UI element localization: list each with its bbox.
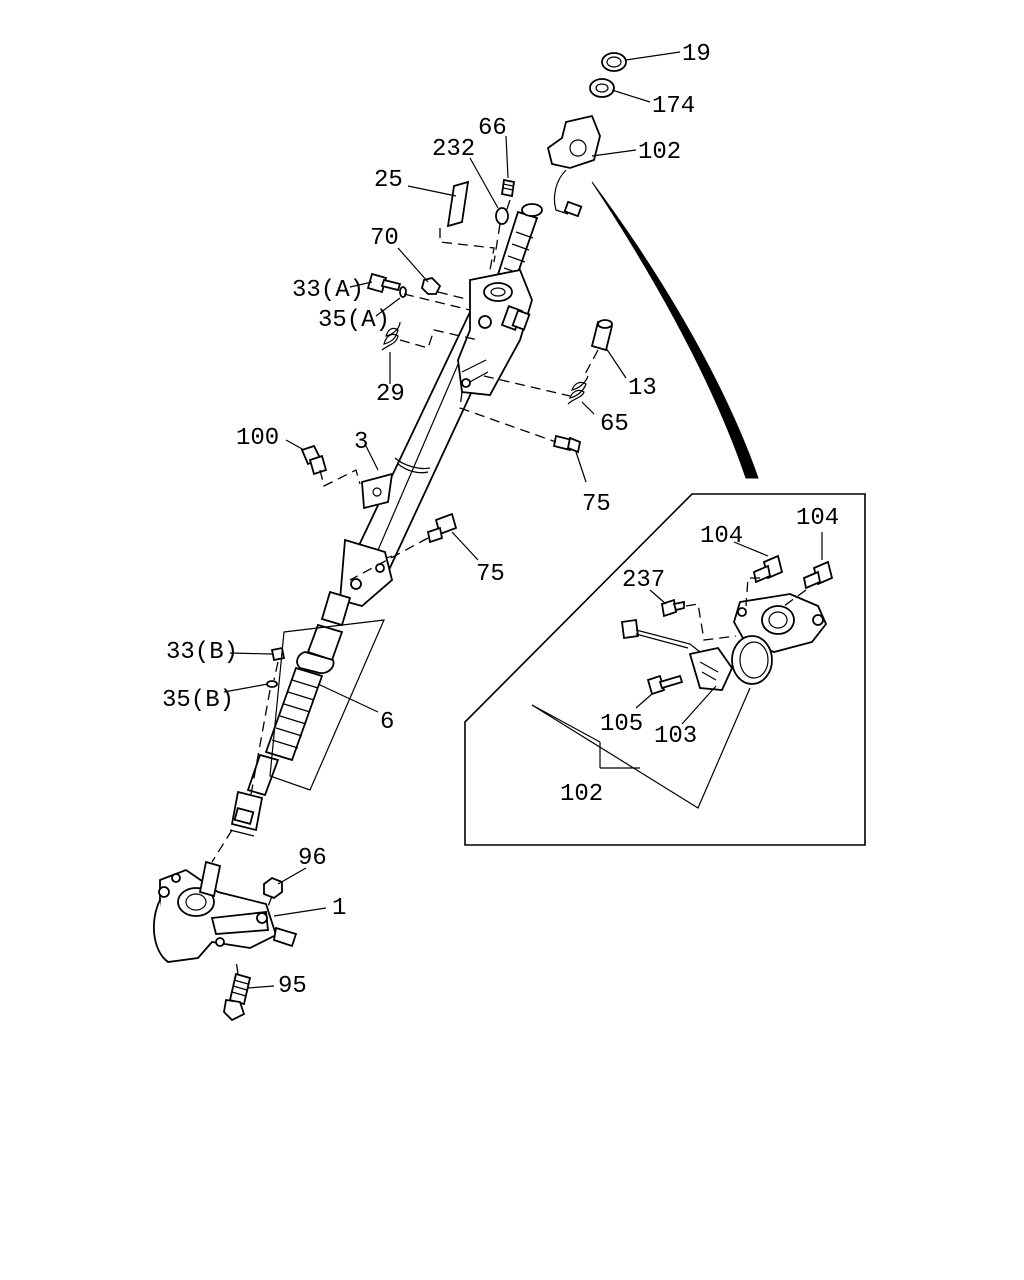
bolt-100	[300, 444, 328, 476]
label-25: 25	[374, 167, 403, 194]
mounting-plate	[361, 472, 394, 510]
bolt-75-lower	[426, 512, 458, 544]
pin-13	[590, 319, 614, 352]
label-232: 232	[432, 136, 475, 163]
detail-ring-103	[731, 635, 773, 685]
assembly-dashed-lines	[211, 199, 807, 975]
label-1: 1	[332, 895, 346, 922]
label-33a: 33(A)	[292, 277, 364, 304]
label-66: 66	[478, 115, 507, 142]
bolt-66	[500, 178, 516, 198]
column-lower-bracket	[339, 538, 394, 607]
label-96: 96	[298, 845, 327, 872]
label-65: 65	[600, 411, 629, 438]
label-19: 19	[682, 41, 711, 68]
bolt-33a	[366, 272, 402, 294]
bolt-96	[263, 876, 283, 900]
detail-cam-105	[688, 646, 734, 691]
plate-25	[446, 180, 470, 228]
label-35b: 35(B)	[162, 687, 234, 714]
label-75-upper: 75	[582, 491, 611, 518]
label-104-a: 104	[700, 523, 743, 550]
label-75-lower: 75	[476, 561, 505, 588]
detail-inset-frame	[464, 493, 866, 846]
switch-body-102-top	[546, 114, 601, 218]
detail-callout-arc	[591, 181, 759, 479]
label-33b: 33(B)	[166, 639, 238, 666]
universal-joint	[229, 790, 264, 837]
label-237: 237	[622, 567, 665, 594]
bolt-95	[223, 972, 252, 1022]
bushing-174	[589, 78, 615, 98]
leader-lines	[223, 51, 823, 989]
label-105: 105	[600, 711, 643, 738]
intermediate-shaft	[246, 590, 352, 797]
washer-35a	[399, 286, 407, 298]
label-102-top: 102	[638, 139, 681, 166]
detail-bolt-104-b	[802, 560, 834, 590]
column-upper-bracket	[457, 268, 533, 396]
detail-screw-105	[646, 674, 684, 696]
steering-gear-box	[153, 860, 298, 963]
label-104-b: 104	[796, 505, 839, 532]
spring-29	[381, 321, 401, 351]
label-3: 3	[354, 429, 368, 456]
label-102-inset: 102	[560, 781, 603, 808]
label-70: 70	[370, 225, 399, 252]
label-95: 95	[278, 973, 307, 1000]
snap-ring-19	[601, 52, 627, 72]
washer-35b	[266, 680, 278, 688]
part-labels: 19 174 102 66 232 25 70 33(A) 35(A) 29 1…	[162, 41, 839, 1000]
detail-harness	[620, 618, 701, 653]
label-13: 13	[628, 375, 657, 402]
label-103: 103	[654, 723, 697, 750]
label-29: 29	[376, 381, 405, 408]
detail-bolt-237	[660, 598, 685, 618]
label-174: 174	[652, 93, 695, 120]
spring-65	[567, 375, 589, 405]
label-35a: 35(A)	[318, 307, 390, 334]
label-100: 100	[236, 425, 279, 452]
label-6: 6	[380, 709, 394, 736]
nut-70	[421, 277, 442, 295]
bolt-75-upper	[552, 434, 582, 454]
collar-232	[495, 207, 509, 225]
